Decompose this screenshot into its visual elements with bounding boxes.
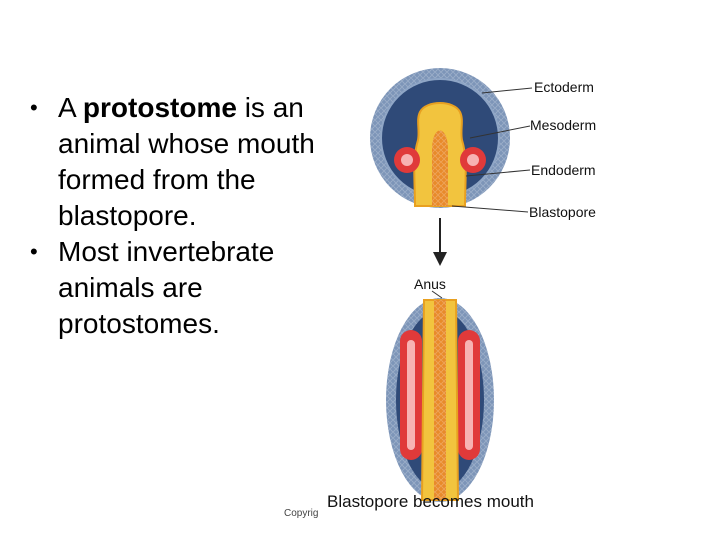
- ectoderm-label: Ectoderm: [534, 79, 594, 95]
- blastopore-label: Blastopore: [529, 204, 596, 220]
- ectoderm-leader: [481, 87, 533, 94]
- mesoderm-leader: [469, 125, 531, 139]
- anus-label: Anus: [414, 276, 446, 292]
- down-arrow-icon: [433, 218, 447, 266]
- bullet-icon: •: [30, 95, 38, 120]
- bullet-list: • A protostome is an animal whose mouth …: [28, 90, 358, 342]
- diagram-caption: Blastopore becomes mouth: [327, 492, 534, 511]
- bullet-item-protostome-definition: • A protostome is an animal whose mouth …: [28, 90, 358, 234]
- protostome-term: protostome: [82, 92, 237, 123]
- endoderm-label: Endoderm: [531, 162, 596, 178]
- elongated-embryo-illustration: [386, 290, 494, 502]
- gastrula-illustration: [370, 68, 533, 213]
- blastopore-leader: [451, 205, 529, 213]
- anus-leader: [431, 290, 443, 299]
- endoderm-leader: [465, 169, 531, 177]
- bullet-text-rest: is an animal whose mouth formed from the…: [58, 92, 315, 231]
- copyright-text: Copyrig: [284, 508, 319, 519]
- bullet-text-prefix: A: [58, 92, 83, 123]
- mesoderm-label: Mesoderm: [530, 117, 597, 133]
- bullet-icon: •: [30, 239, 38, 264]
- bullet-item-invertebrates: • Most invertebrate animals are protosto…: [28, 234, 358, 342]
- bullet-text: Most invertebrate animals are protostome…: [58, 236, 275, 339]
